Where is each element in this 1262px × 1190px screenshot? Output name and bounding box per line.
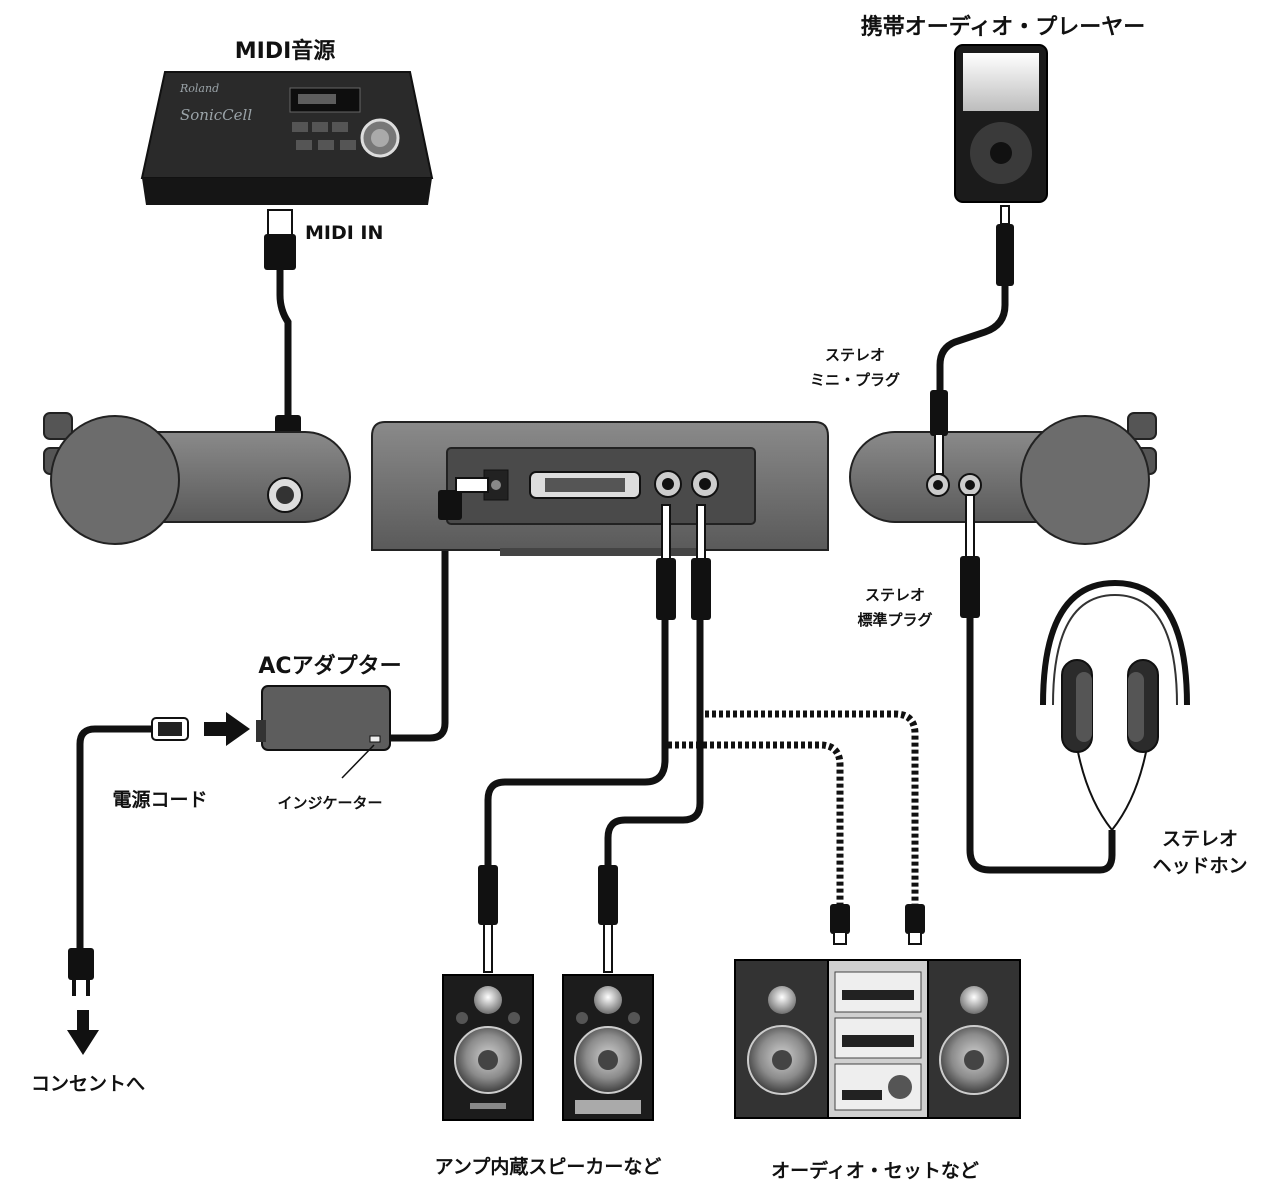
right-unit: [849, 412, 1157, 545]
speaker-plug-right: [598, 865, 618, 973]
output-plug-right: [691, 504, 711, 620]
player-cable: [936, 285, 1009, 395]
center-unit: [371, 421, 829, 556]
label-ac-adapter: ACアダプター: [258, 653, 401, 679]
speaker-cable-left: [484, 620, 669, 865]
audio-cable-right: [705, 710, 919, 905]
label-stereo-mini-1: ステレオ: [825, 346, 885, 364]
label-portable-player: 携帯オーディオ・プレーヤー: [861, 14, 1145, 40]
wall-plug: [68, 948, 94, 996]
device-model: SonicCell: [180, 106, 252, 124]
label-stereo-std-2: 標準プラグ: [857, 611, 932, 629]
speaker-plug-left: [478, 865, 498, 973]
midi-plug-top: [264, 209, 296, 270]
device-brand: Roland: [179, 82, 219, 95]
label-audio-set: オーディオ・セットなど: [771, 1159, 979, 1182]
speaker-cable-right: [604, 620, 704, 865]
headphone-plug: [960, 494, 980, 618]
ac-adapter: [256, 685, 391, 779]
label-midi-module: MIDI音源: [235, 38, 336, 64]
arrow-down-icon: [67, 1010, 99, 1055]
powered-speaker-right: [562, 974, 654, 1121]
label-power-cord: 電源コード: [112, 788, 207, 811]
mini-plug-input: [930, 390, 948, 475]
powered-speaker-left: [442, 974, 534, 1121]
portable-audio-player: [954, 44, 1048, 203]
output-plug-left: [656, 504, 676, 620]
midi-cable: [276, 265, 292, 430]
label-stereo-mini-2: ミニ・プラグ: [810, 371, 900, 389]
rca-plug-right: [905, 904, 925, 945]
label-to-outlet: コンセントへ: [31, 1073, 145, 1095]
audio-cable-left: [668, 741, 844, 905]
power-cord: [76, 725, 152, 950]
headphone-cable: [966, 615, 1116, 874]
player-mini-plug: [996, 205, 1014, 286]
label-midi-in: MIDI IN: [305, 222, 383, 244]
label-powered-speakers: アンプ内蔵スピーカーなど: [435, 1155, 662, 1178]
power-connector: [151, 717, 189, 741]
label-indicator: インジケーター: [277, 794, 382, 812]
dc-cable: [390, 515, 449, 742]
label-headphones-1: ステレオ: [1162, 828, 1238, 850]
arrow-right-icon: [204, 712, 250, 746]
midi-sound-module: Roland SonicCell: [140, 71, 434, 205]
audio-set: [734, 959, 1021, 1119]
dc-plug: [438, 477, 489, 520]
left-unit: [43, 412, 351, 545]
stereo-headphones: [1040, 579, 1190, 832]
label-stereo-std-1: ステレオ: [865, 586, 925, 604]
label-headphones-2: ヘッドホン: [1152, 855, 1247, 877]
rca-plug-left: [830, 904, 850, 945]
